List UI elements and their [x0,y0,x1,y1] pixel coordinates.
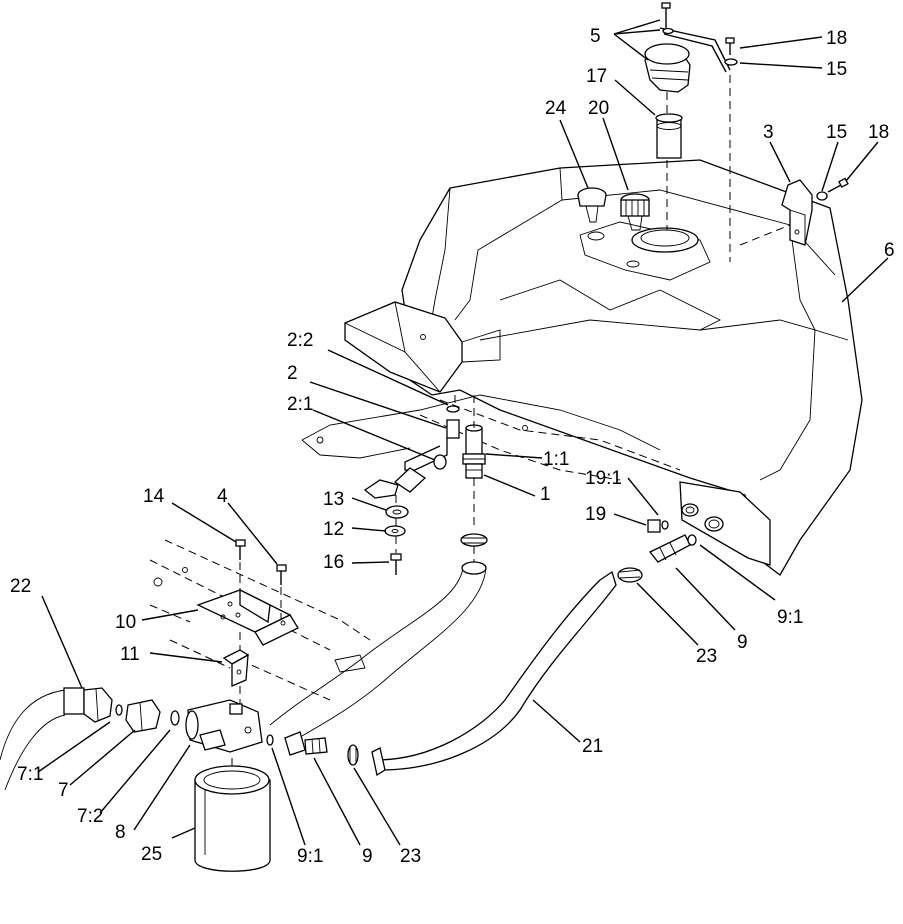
callout-21: 21 [582,736,603,757]
o-ring-inlet [115,704,123,716]
callout-7-1: 7:1 [17,764,43,785]
callout-19-1: 19:1 [585,468,622,489]
callout-23: 23 [696,646,717,667]
elbow-fitting [363,405,460,499]
supply-hose [269,561,487,743]
mount-clip [222,649,250,687]
callout-17: 17 [586,66,607,87]
clamp-bracket [781,177,849,246]
mount-bolt [390,553,402,575]
callout-18: 18 [868,122,889,143]
callout-25: 25 [141,844,162,865]
callout-2-1: 2:1 [287,394,313,415]
barb-fitting-left [284,731,328,756]
gauge-cap [620,193,650,231]
callout-14: 14 [143,486,165,507]
return-hose [371,570,617,777]
frame-rail [149,539,371,701]
callout-3: 3 [763,122,774,143]
callout-5: 5 [590,26,601,47]
callout-4: 4 [217,486,228,507]
tank-mount-plate [301,394,661,459]
swivel-nut [83,687,113,723]
callout-9: 9 [362,846,373,867]
callout-7-2: 7:2 [77,806,103,827]
callout-9-1: 9:1 [777,607,803,628]
screw-and-washer-top [724,37,738,66]
callout-15: 15 [826,122,847,143]
callout-16: 16 [323,552,344,573]
callout-2: 2 [287,363,298,384]
callout-8: 8 [115,822,126,843]
grommet-washer [384,505,409,537]
plug-fitting [647,519,669,533]
callout-20: 20 [588,98,609,119]
filter-mount-bracket [196,588,299,646]
callout-23: 23 [400,846,421,867]
hose-clamp-right [617,567,643,583]
callout-6: 6 [884,240,895,261]
callout-24: 24 [545,98,567,119]
callout-11: 11 [120,644,140,665]
callout-labels: 5 17 18 15 24 20 3 15 18 6 2:2 2 2:1 1:1… [10,26,895,867]
o-ring-outlet [266,734,274,746]
hose-clamp-lower [347,744,359,766]
callout-18: 18 [826,28,847,49]
filter-head [185,699,263,753]
callout-19: 19 [585,504,606,525]
callout-15: 15 [826,59,847,80]
tank-outlet-fitting [462,424,486,479]
barb-fitting-right [648,534,697,563]
callout-1: 1 [540,484,551,505]
callout-13: 13 [323,489,344,510]
callout-22: 22 [10,576,31,597]
o-ring-filter [170,710,180,726]
filler-screen [655,113,683,159]
adapter-fitting [125,699,161,733]
hose-clamp-upper [460,533,488,547]
fuel-tank [344,159,863,576]
callout-9-1: 9:1 [297,846,323,867]
callout-2-2: 2:2 [287,330,313,351]
vent-cap [577,187,607,223]
fuel-filter [194,765,271,872]
callout-10: 10 [115,612,136,633]
filler-cap [644,2,731,93]
bracket-screw [235,539,287,585]
callout-1-1: 1:1 [543,449,569,470]
leader-lines [37,19,889,846]
callout-12: 12 [323,519,344,540]
callout-9: 9 [737,632,748,653]
callout-7: 7 [58,780,69,801]
